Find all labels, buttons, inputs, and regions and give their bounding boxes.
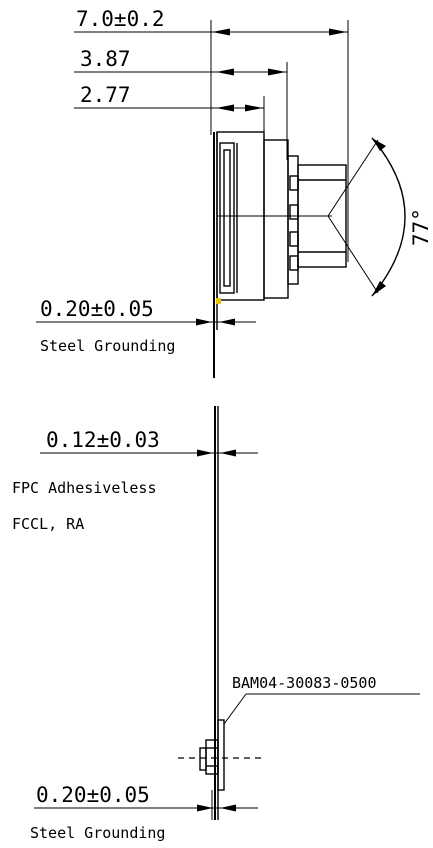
camera-module-side-view: 77° xyxy=(213,131,433,378)
dimension-bottom-steel: 0.20±0.05 Steel Grounding xyxy=(30,783,258,842)
dim-housing-depth: 3.87 xyxy=(80,47,131,71)
dimension-module-depth: 2.77 xyxy=(74,83,265,135)
note-connector-part: BAM04-30083-0500 xyxy=(232,674,377,692)
note-top-steel: Steel Grounding xyxy=(40,337,175,355)
dimension-housing-depth: 3.87 xyxy=(74,47,288,160)
connector: BAM04-30083-0500 xyxy=(178,674,420,791)
dim-top-steel-thickness: 0.20±0.05 xyxy=(40,297,154,321)
dim-module-depth: 2.77 xyxy=(80,83,131,107)
dim-fov-angle: 77° xyxy=(409,208,433,246)
note-bottom-steel: Steel Grounding xyxy=(30,824,165,842)
dim-fpc-thickness: 0.12±0.03 xyxy=(46,428,160,452)
dimension-fpc: 0.12±0.03 FPC Adhesiveless FCCL, RA xyxy=(12,428,258,533)
dimension-top-steel: 0.20±0.05 Steel Grounding xyxy=(36,297,256,355)
stiffener-marker xyxy=(216,298,221,304)
dim-bottom-steel-thickness: 0.20±0.05 xyxy=(36,783,150,807)
dim-overall-thickness: 7.0±0.2 xyxy=(76,7,165,31)
note-fpc-line2: FCCL, RA xyxy=(12,515,84,533)
note-fpc-line1: FPC Adhesiveless xyxy=(12,479,157,497)
dimension-overall-thickness: 7.0±0.2 xyxy=(74,7,349,262)
